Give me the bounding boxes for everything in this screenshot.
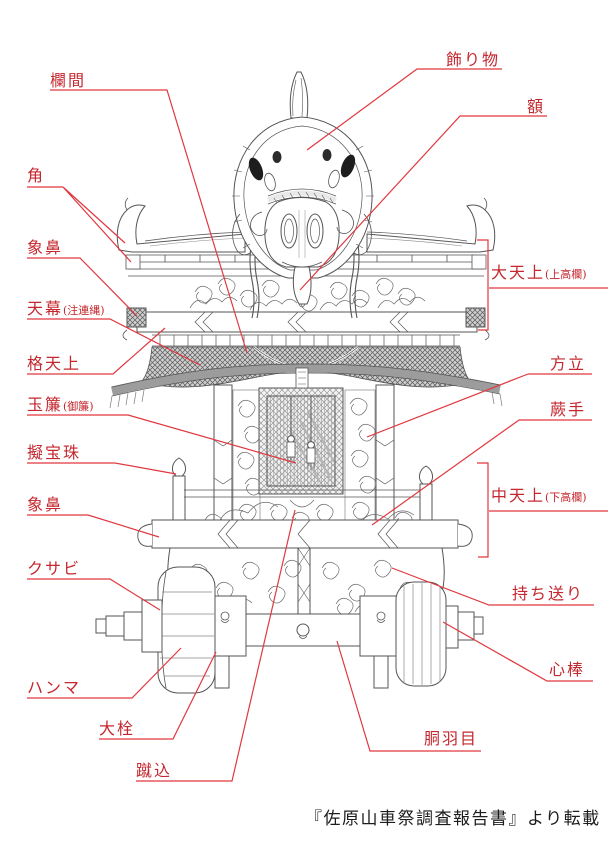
leader-gotenjo (27, 327, 166, 375)
hanging-ropes (249, 237, 360, 319)
giboshi-posts (171, 457, 434, 521)
middle-beam (137, 519, 473, 563)
label-warabite: 蕨手 (550, 400, 587, 419)
leader-kekomi (136, 509, 296, 782)
leader-gaku (299, 115, 547, 291)
label-kekomi: 蹴込 (136, 761, 173, 780)
bracket-chutenjo (477, 462, 489, 558)
carp-head-ornament (232, 71, 374, 308)
leader-shinbo (442, 621, 593, 682)
label-chutenjo: 中天上(下高欄) (491, 486, 587, 505)
label-zobana-lower: 象鼻 (27, 495, 64, 514)
label-shinbo: 心棒 (549, 660, 586, 679)
label-kusabi: クサビ (27, 559, 82, 578)
leader-zobana-lower (27, 514, 160, 538)
tamasudare-blind (258, 367, 344, 495)
bracket-daitenjo (477, 239, 489, 331)
label-kazarimono: 飾り物 (446, 50, 501, 69)
leader-giboshi (27, 462, 177, 475)
label-tsuno: 角 (27, 166, 46, 185)
ceiling-strip (152, 334, 460, 347)
upper-beam (122, 307, 490, 341)
label-dohame: 胴羽目 (424, 729, 479, 748)
leader-tsuno (27, 186, 132, 263)
middle-tier (171, 367, 434, 544)
leader-osen (99, 651, 217, 740)
leader-tamasudare (27, 414, 297, 464)
label-hanma: ハンマ (27, 678, 82, 697)
label-zobana-upper: 象鼻 (27, 238, 64, 257)
leader-kusabi (27, 578, 161, 611)
source-credit: 『佐原山車祭調査報告書』より転載 (305, 809, 601, 829)
leader-warabite (371, 419, 592, 526)
undercarriage (197, 595, 409, 689)
label-gaku: 額 (527, 97, 546, 116)
label-osen: 大栓 (99, 719, 136, 738)
label-giboshi: 擬宝珠 (27, 443, 82, 462)
float-drawing (95, 71, 503, 694)
leader-tenmaku (27, 318, 201, 366)
leader-lines (27, 68, 608, 782)
label-hodate: 方立 (550, 354, 587, 373)
leader-kazarimono (306, 68, 502, 151)
leader-dohame (336, 640, 481, 752)
label-ranma: 欄間 (50, 71, 87, 90)
label-tamasudare: 玉簾(御簾) (27, 395, 94, 414)
label-daitenjo: 大天上(上高欄) (491, 263, 587, 282)
leader-hanma (27, 647, 182, 699)
label-mochiokuri: 持ち送り (512, 584, 585, 603)
leader-zobana-upper (27, 257, 138, 317)
leader-hodate (366, 373, 592, 438)
label-tenmaku: 天幕(注連縄) (27, 299, 105, 318)
label-gotenjo: 格天上 (27, 354, 82, 373)
leader-ranma (50, 89, 248, 354)
leader-mochiokuri (391, 567, 594, 606)
